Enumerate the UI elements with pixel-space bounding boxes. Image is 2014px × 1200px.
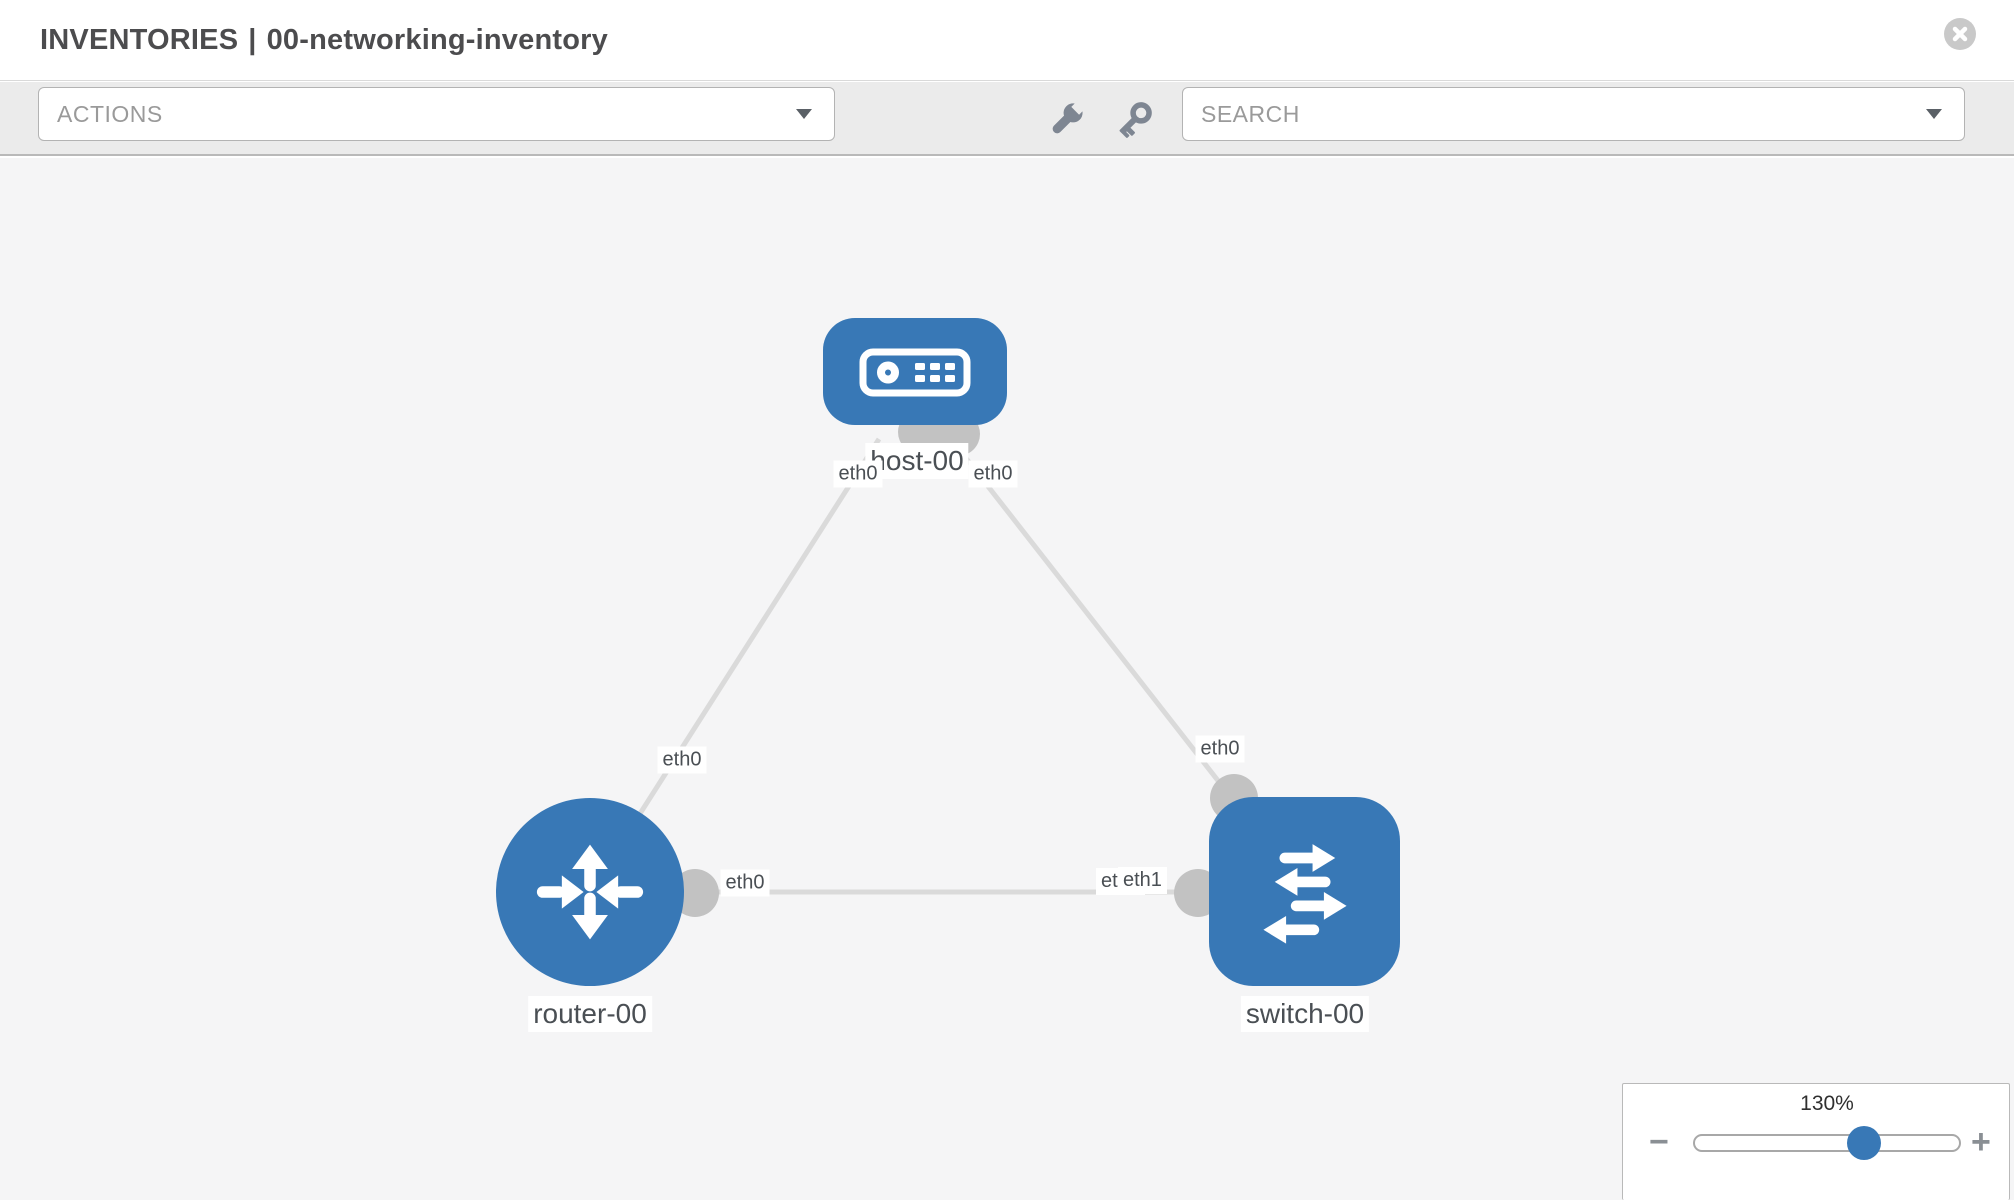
actions-dropdown[interactable]: ACTIONS	[38, 87, 835, 141]
iface-label-router-eth0-up: eth0	[657, 746, 707, 774]
breadcrumb-divider: |	[248, 24, 257, 56]
iface-label-host-eth0-right: eth0	[968, 460, 1018, 488]
chevron-down-icon	[796, 109, 812, 119]
zoom-out-button[interactable]: −	[1649, 1123, 1669, 1161]
node-label-router: router-00	[528, 996, 652, 1032]
router-icon	[536, 844, 644, 940]
iface-label-switch-eth1: eth1	[1118, 867, 1167, 894]
node-router-00[interactable]	[496, 798, 684, 986]
node-label-switch: switch-00	[1240, 996, 1370, 1032]
inventory-name: 00-networking-inventory	[266, 24, 608, 56]
iface-label-router-eth0-link: eth0	[720, 869, 770, 897]
chevron-down-icon	[1926, 109, 1942, 119]
close-icon[interactable]	[1944, 18, 1976, 50]
breadcrumb-section: INVENTORIES	[40, 24, 239, 56]
host-icon	[859, 348, 971, 396]
page-title: INVENTORIES | 00-networking-inventory	[40, 0, 608, 81]
zoom-in-button[interactable]: +	[1971, 1123, 1991, 1161]
wrench-icon	[1052, 99, 1087, 134]
key-icon	[1119, 102, 1152, 138]
zoom-control-panel: 130% − +	[1622, 1083, 2010, 1200]
actions-dropdown-label: ACTIONS	[57, 100, 163, 127]
node-switch-00[interactable]	[1209, 797, 1400, 986]
node-label-host: host-00	[865, 443, 969, 479]
zoom-slider-handle[interactable]	[1847, 1126, 1881, 1160]
topology-canvas[interactable]: host-00 router-00 switch-00 eth0 eth0 et…	[0, 158, 2014, 1200]
switch-icon	[1262, 843, 1347, 944]
header: INVENTORIES | 00-networking-inventory	[0, 0, 2014, 81]
iface-label-switch-eth0-up: eth0	[1195, 735, 1245, 763]
wrench-button[interactable]	[1042, 96, 1090, 144]
node-host-00[interactable]	[823, 318, 1007, 425]
search-dropdown-label: SEARCH	[1201, 100, 1300, 127]
key-button[interactable]	[1110, 96, 1158, 144]
zoom-level-value: 130%	[1800, 1092, 1854, 1115]
iface-label-host-eth0-left: eth0	[833, 460, 883, 488]
zoom-slider-track[interactable]	[1693, 1134, 1961, 1152]
toolbar: ACTIONS SEARCH	[0, 82, 2014, 156]
links-layer	[587, 410, 1307, 917]
close-x-glyph	[1952, 26, 1968, 42]
search-dropdown[interactable]: SEARCH	[1182, 87, 1965, 141]
